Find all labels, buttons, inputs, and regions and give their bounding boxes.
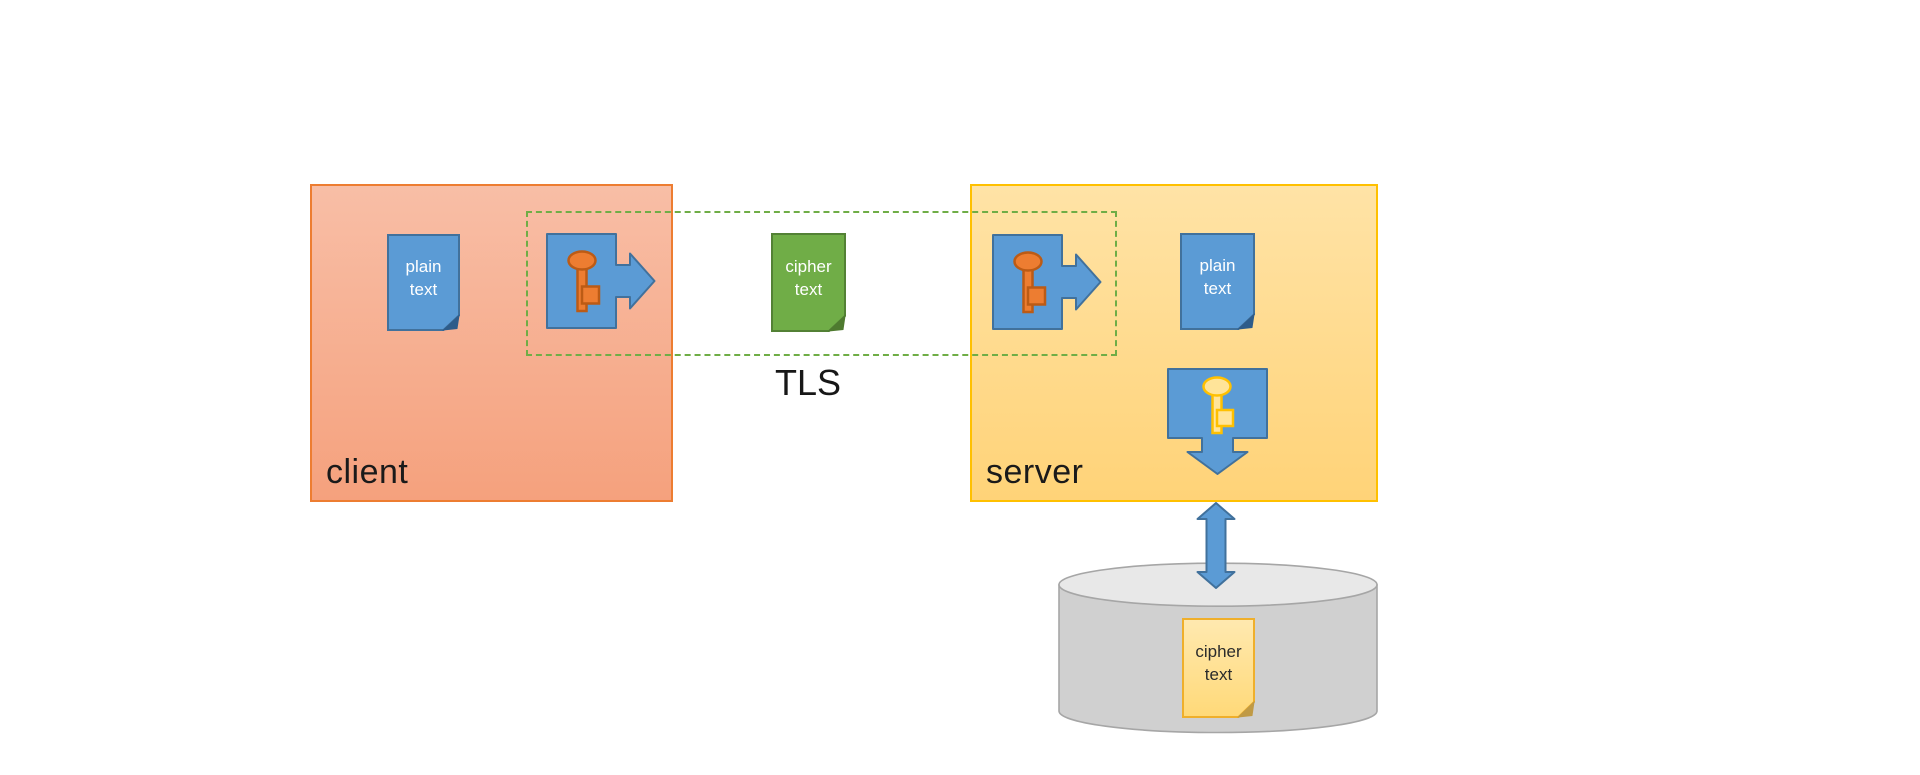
encryption-key-down-arrow-icon-server bbox=[1167, 368, 1268, 475]
tls-label: TLS bbox=[774, 362, 842, 403]
cipher-text-document-database: cipher text bbox=[1182, 618, 1255, 718]
document-icon bbox=[1182, 618, 1255, 718]
encryption-key-right-arrow-icon-client bbox=[546, 233, 656, 329]
document-label: plain text bbox=[405, 256, 442, 299]
plain-text-document-server: plain text bbox=[1180, 233, 1255, 330]
server-label: server bbox=[986, 453, 1084, 491]
tls-boundary-rect bbox=[526, 211, 1117, 356]
document-icon bbox=[387, 234, 460, 331]
server-box: server bbox=[970, 184, 1378, 502]
plain-text-document-client: plain text bbox=[387, 234, 460, 331]
document-icon bbox=[771, 233, 846, 332]
document-icon bbox=[1180, 233, 1255, 330]
client-label: client bbox=[326, 453, 409, 491]
server-database-double-arrow-icon bbox=[1196, 502, 1236, 589]
document-label: cipher text bbox=[1195, 642, 1242, 684]
cipher-text-document-tls: cipher text bbox=[771, 233, 846, 332]
document-label: cipher text bbox=[785, 256, 832, 299]
document-label: plain text bbox=[1199, 255, 1236, 298]
encryption-key-right-arrow-icon-server bbox=[992, 234, 1102, 330]
